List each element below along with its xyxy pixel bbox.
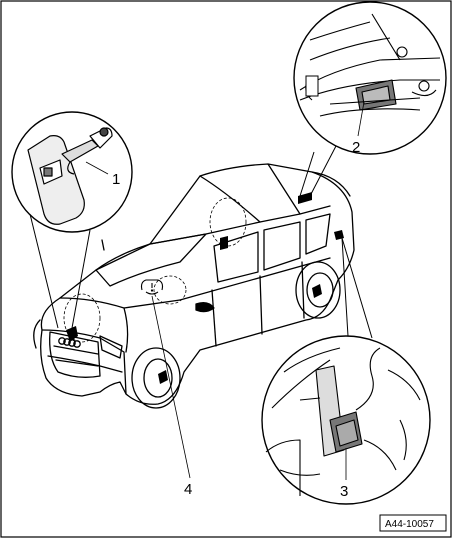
sensor-rear-right (312, 284, 322, 298)
callout-label-4: 4 (184, 481, 192, 498)
warning-lamp-icon (140, 279, 164, 295)
callout-label-2: 2 (352, 139, 360, 156)
sensor-front-left (66, 326, 78, 342)
detail-circle-antenna (261, 335, 431, 505)
callout-label-1: 1 (112, 171, 120, 188)
detail-circle-sensor (11, 111, 133, 233)
detail-leader-module (299, 145, 337, 197)
reference-box (379, 514, 447, 532)
callout-label-3: 3 (340, 483, 348, 500)
detail-leader-sensor (29, 213, 91, 329)
detail-circle-module (293, 1, 447, 155)
control-module-marker (298, 192, 312, 204)
callout-line-1 (85, 161, 109, 175)
sensor-rear-left (220, 236, 228, 250)
callout-line-4 (151, 295, 191, 479)
antenna-marker (334, 230, 344, 240)
sensor-markers (66, 192, 344, 384)
reference-code: A44-10057 (385, 519, 434, 530)
sensor-front-right (158, 370, 168, 384)
callout-line-2 (357, 101, 365, 137)
detail-leader-antenna (341, 237, 373, 339)
car-illustration (33, 163, 355, 409)
